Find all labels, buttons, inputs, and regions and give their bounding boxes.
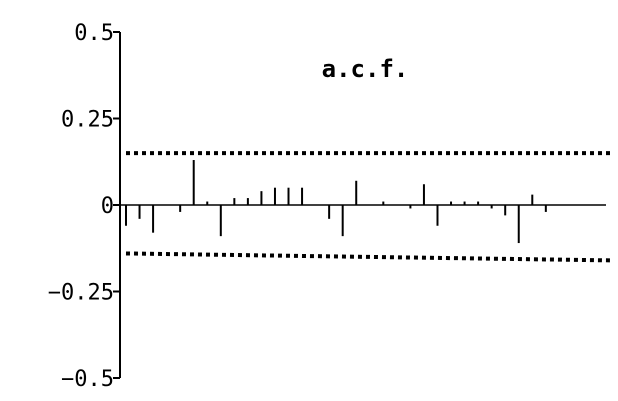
y-tick-label: 0.5 xyxy=(74,21,114,46)
y-tick-label: 0.25 xyxy=(61,108,114,133)
confidence-bands xyxy=(125,151,611,263)
acf-bars xyxy=(125,160,547,244)
y-tick-label: −0.25 xyxy=(48,281,114,306)
lower-confidence-band xyxy=(125,251,611,263)
y-tick-label: −0.5 xyxy=(61,367,114,392)
y-tick-label: 0 xyxy=(101,194,114,219)
chart-title: a.c.f. xyxy=(322,55,409,83)
y-axis: 0.5 0.25 0 −0.25 −0.5 xyxy=(48,21,606,392)
